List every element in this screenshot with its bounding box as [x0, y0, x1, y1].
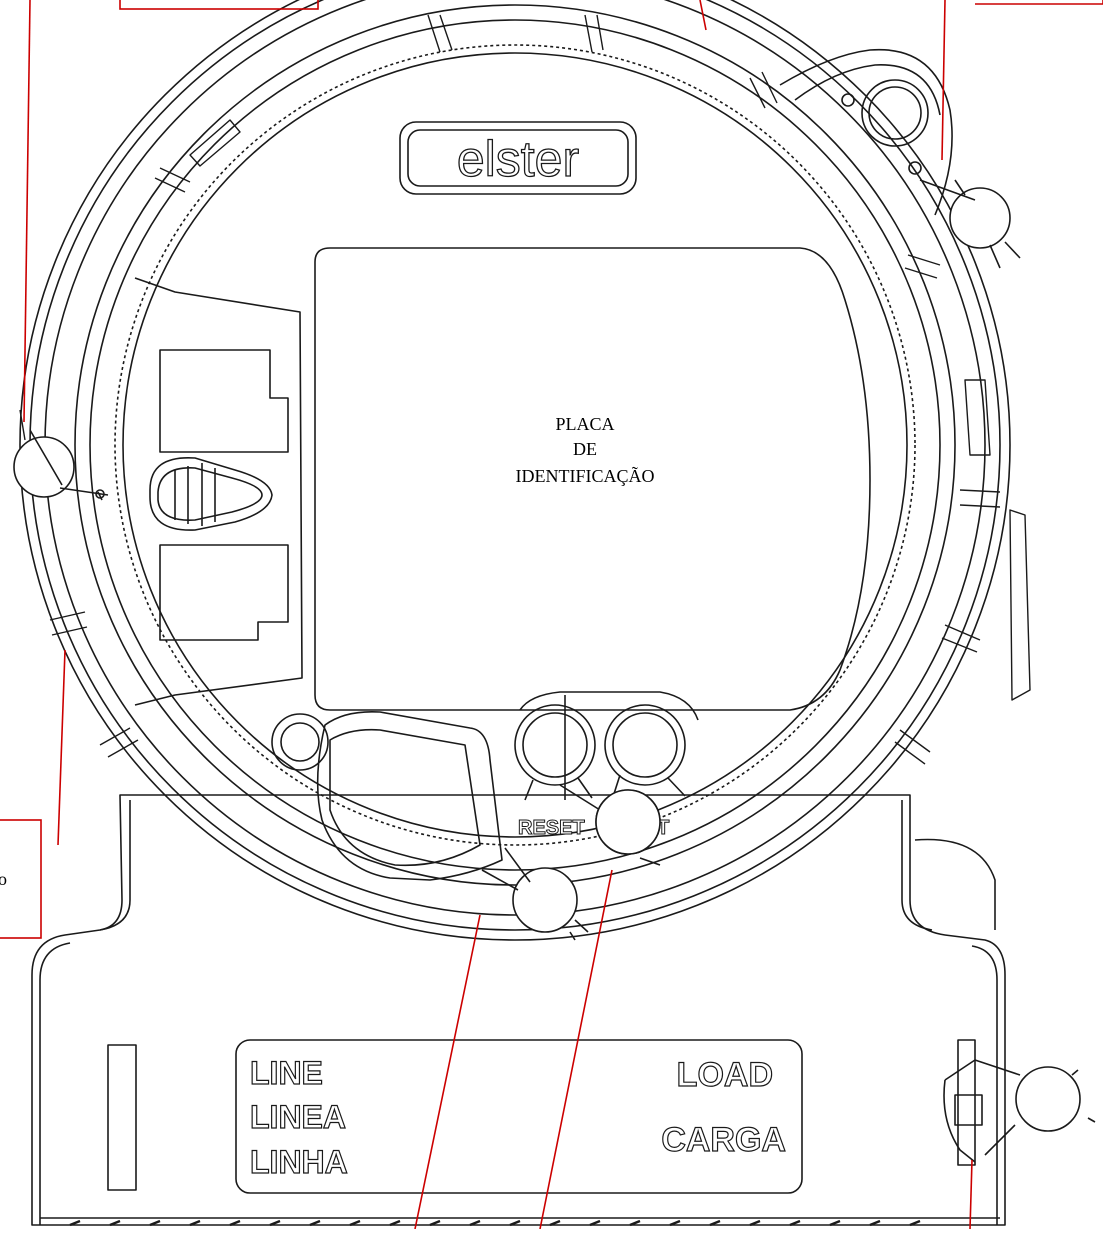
callout-line-bottom-1: [414, 914, 481, 1230]
nameplate-outline: [314, 247, 871, 711]
callout-line-bottom-2: [539, 869, 613, 1230]
line-label-3: LINHA: [250, 1144, 348, 1180]
seal-icon: [919, 179, 1021, 269]
callout-line-lower-left: [57, 649, 66, 846]
reset-label: RESET: [518, 817, 585, 839]
callout-line-left: [23, 0, 31, 423]
callout-box-top-left: [119, 0, 319, 10]
callout-line-top: [699, 0, 707, 31]
comm-module: [134, 277, 303, 706]
seal-over-label: [595, 789, 661, 855]
nameplate-line1: PLACA: [555, 414, 614, 434]
callout-line-bottom-3: [969, 1159, 973, 1230]
callout-box-lower-left: [0, 819, 42, 939]
seal-ear: [779, 48, 953, 216]
reset-button-icon: [514, 704, 596, 801]
callout-fragment: o: [0, 869, 7, 889]
line-label-1: LINE: [250, 1055, 323, 1091]
seal-icon: [943, 1059, 1096, 1163]
callout-line-top-right: [941, 0, 946, 161]
terminal-label-panel: [235, 1039, 803, 1194]
brand-logo: elster: [457, 131, 579, 187]
nameplate-line3: IDENTIFICAÇÃO: [516, 465, 655, 486]
meter-base: [31, 794, 1006, 1226]
load-label-1: LOAD: [677, 1056, 773, 1094]
seal-icon: [481, 847, 589, 941]
optical-port-icon: [271, 710, 503, 881]
load-label-2: CARGA: [661, 1121, 786, 1159]
terminal-slot: [107, 1044, 137, 1191]
terminal-clip: [954, 1039, 983, 1166]
alt-button-icon: [604, 704, 686, 801]
callout-box-top-right: [975, 0, 1103, 5]
bottom-ticks: [69, 1219, 921, 1227]
seal-icon: [13, 429, 109, 501]
line-label-2: LINEA: [250, 1099, 346, 1135]
nameplate-line2: DE: [573, 439, 597, 459]
button-bezel: [519, 691, 699, 721]
logo-badge-icon: [399, 121, 637, 195]
ring-notches: [19, 14, 1031, 765]
